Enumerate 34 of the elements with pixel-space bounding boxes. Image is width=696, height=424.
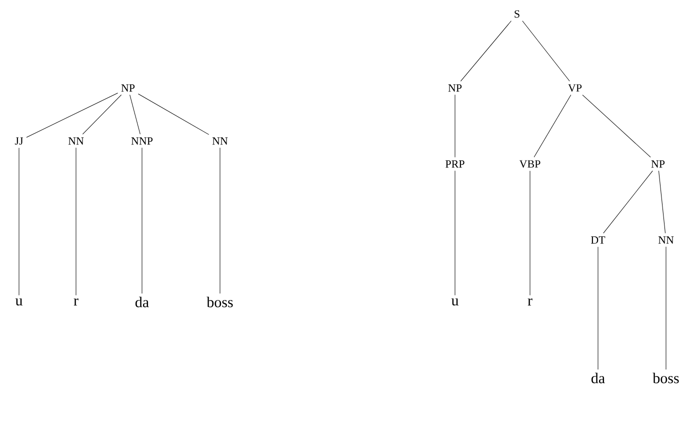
tag-label: NP bbox=[448, 84, 462, 92]
tree-branch bbox=[658, 170, 666, 234]
word-label: da bbox=[591, 372, 605, 384]
word-label: boss bbox=[652, 372, 679, 384]
tree-branch bbox=[582, 94, 651, 158]
tree-branch bbox=[138, 94, 210, 135]
word-label: da bbox=[135, 296, 149, 308]
tag-label: PRP bbox=[446, 160, 464, 168]
word-label: r bbox=[528, 298, 532, 306]
tag-label: NP bbox=[121, 84, 135, 92]
tree-branch bbox=[82, 94, 122, 134]
tree-branch bbox=[534, 94, 572, 158]
tree-branch bbox=[130, 94, 140, 134]
tag-label: NP bbox=[651, 160, 665, 168]
tag-label: NN bbox=[68, 137, 84, 145]
word-label: boss bbox=[206, 296, 233, 308]
word-label: u bbox=[15, 298, 22, 306]
tree-branch bbox=[603, 170, 653, 234]
word-label: u bbox=[451, 298, 458, 306]
tag-label: NN bbox=[212, 137, 228, 145]
tag-label: DT bbox=[590, 236, 606, 244]
word-label: r bbox=[74, 298, 78, 306]
tag-label: JJ bbox=[14, 137, 24, 145]
tag-label: VBP bbox=[519, 160, 540, 168]
tag-label: NN bbox=[658, 236, 674, 244]
tag-label: NNP bbox=[131, 137, 153, 145]
tag-label: VP bbox=[568, 84, 582, 92]
tree-branch bbox=[18, 148, 20, 296]
tree-branch bbox=[454, 170, 456, 296]
tag-label: S bbox=[514, 10, 520, 18]
tree-branch bbox=[460, 20, 512, 82]
tree-branch bbox=[454, 94, 456, 158]
tree-branch bbox=[522, 20, 570, 82]
tree-branch bbox=[26, 92, 118, 138]
